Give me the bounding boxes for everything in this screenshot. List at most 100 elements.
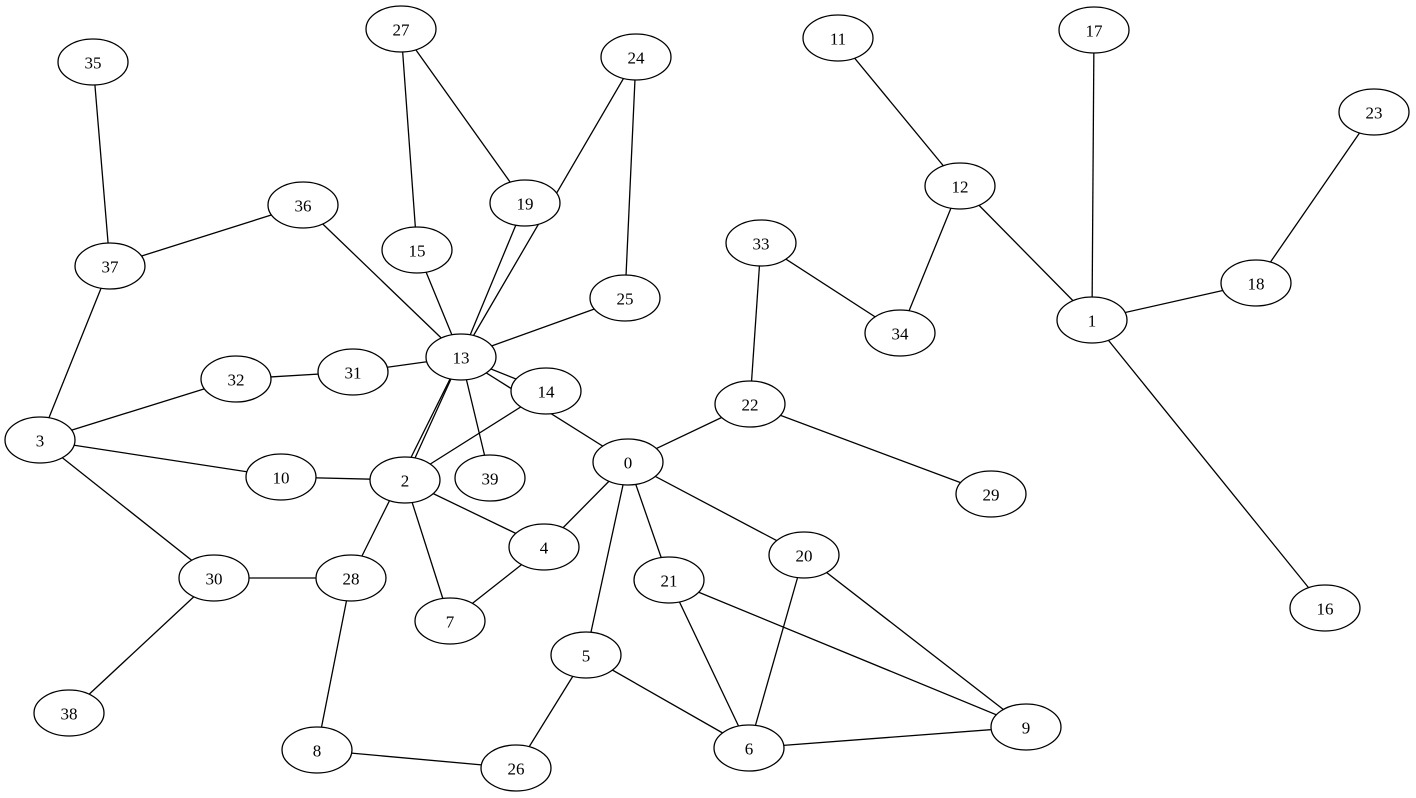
edge-1-16 bbox=[1091, 319, 1326, 609]
node-label: 17 bbox=[1086, 22, 1104, 41]
node-label: 11 bbox=[830, 30, 846, 49]
edge-27-15 bbox=[400, 28, 418, 251]
edge-0-20 bbox=[627, 461, 805, 556]
node-label: 1 bbox=[1088, 312, 1097, 331]
node-label: 29 bbox=[983, 486, 1000, 505]
node-label: 2 bbox=[401, 472, 410, 491]
node-ellipse bbox=[510, 367, 582, 415]
node-ellipse bbox=[489, 179, 561, 227]
node-label: 9 bbox=[1022, 719, 1031, 738]
node-36: 36 bbox=[267, 181, 339, 229]
node-ellipse bbox=[281, 726, 353, 774]
edge-2-7 bbox=[404, 479, 451, 622]
node-ellipse bbox=[713, 724, 785, 772]
node-ellipse bbox=[600, 33, 672, 81]
node-label: 33 bbox=[753, 235, 770, 254]
node-6: 6 bbox=[713, 724, 785, 772]
edge-12-1 bbox=[959, 185, 1093, 321]
node-ellipse bbox=[592, 438, 664, 486]
node-ellipse bbox=[924, 162, 996, 210]
edge-13-36 bbox=[302, 204, 462, 358]
node-label: 18 bbox=[1248, 275, 1265, 294]
node-ellipse bbox=[1289, 584, 1361, 632]
node-24: 24 bbox=[600, 33, 672, 81]
node-label: 23 bbox=[1366, 104, 1383, 123]
edge-0-5 bbox=[585, 461, 629, 656]
edge-34-12 bbox=[899, 185, 961, 334]
edge-22-33 bbox=[749, 242, 762, 405]
edge-28-8 bbox=[316, 577, 352, 751]
node-label: 30 bbox=[206, 570, 223, 589]
node-25: 25 bbox=[589, 274, 661, 322]
edge-12-11 bbox=[837, 37, 961, 187]
node-label: 26 bbox=[508, 760, 525, 779]
node-14: 14 bbox=[510, 367, 582, 415]
edge-3-10 bbox=[39, 439, 282, 478]
node-ellipse bbox=[425, 333, 497, 381]
node-ellipse bbox=[1056, 296, 1128, 344]
edge-27-19 bbox=[400, 28, 526, 204]
node-20: 20 bbox=[768, 531, 840, 579]
edge-20-6 bbox=[748, 554, 805, 749]
nodes-layer: 0123456789101112131415161718192021222324… bbox=[4, 5, 1410, 792]
node-label: 10 bbox=[273, 469, 290, 488]
edge-1-17 bbox=[1091, 29, 1095, 321]
node-3: 3 bbox=[4, 416, 76, 464]
node-9: 9 bbox=[990, 703, 1062, 751]
node-ellipse bbox=[200, 355, 272, 403]
node-label: 0 bbox=[624, 454, 633, 473]
edge-37-35 bbox=[92, 61, 111, 267]
node-ellipse bbox=[480, 744, 552, 792]
node-35: 35 bbox=[57, 38, 129, 86]
node-label: 5 bbox=[582, 647, 591, 666]
node-label: 8 bbox=[313, 742, 322, 761]
node-ellipse bbox=[317, 348, 389, 396]
edge-13-19 bbox=[460, 202, 526, 358]
node-label: 25 bbox=[617, 290, 634, 309]
node-label: 35 bbox=[85, 54, 102, 73]
node-7: 7 bbox=[414, 597, 486, 645]
node-12: 12 bbox=[924, 162, 996, 210]
node-17: 17 bbox=[1058, 6, 1130, 54]
node-label: 24 bbox=[628, 49, 646, 68]
node-ellipse bbox=[57, 38, 129, 86]
node-label: 28 bbox=[343, 570, 360, 589]
node-ellipse bbox=[315, 554, 387, 602]
node-label: 21 bbox=[661, 572, 678, 591]
node-11: 11 bbox=[802, 14, 874, 62]
node-label: 4 bbox=[540, 539, 549, 558]
node-ellipse bbox=[589, 274, 661, 322]
node-ellipse bbox=[990, 703, 1062, 751]
node-label: 32 bbox=[228, 371, 245, 390]
node-ellipse bbox=[768, 531, 840, 579]
node-2: 2 bbox=[369, 456, 441, 504]
node-ellipse bbox=[33, 689, 105, 737]
node-label: 36 bbox=[295, 197, 312, 216]
node-label: 19 bbox=[517, 195, 534, 214]
node-0: 0 bbox=[592, 438, 664, 486]
edge-21-9 bbox=[668, 579, 1027, 728]
node-4: 4 bbox=[508, 523, 580, 571]
node-label: 7 bbox=[446, 613, 455, 632]
edge-37-3 bbox=[39, 265, 111, 441]
edge-3-30 bbox=[39, 439, 215, 579]
edge-3-32 bbox=[39, 378, 237, 441]
edge-18-23 bbox=[1255, 111, 1375, 284]
node-38: 38 bbox=[33, 689, 105, 737]
node-ellipse bbox=[508, 523, 580, 571]
node-23: 23 bbox=[1338, 88, 1410, 136]
node-ellipse bbox=[178, 554, 250, 602]
node-ellipse bbox=[245, 453, 317, 501]
node-10: 10 bbox=[245, 453, 317, 501]
node-ellipse bbox=[1220, 259, 1292, 307]
node-label: 34 bbox=[892, 325, 910, 344]
node-label: 38 bbox=[61, 705, 78, 724]
node-37: 37 bbox=[74, 242, 146, 290]
node-label: 12 bbox=[952, 178, 969, 197]
node-ellipse bbox=[454, 454, 526, 502]
node-ellipse bbox=[550, 631, 622, 679]
node-label: 16 bbox=[1317, 600, 1334, 619]
edge-6-9 bbox=[748, 726, 1027, 749]
node-label: 31 bbox=[345, 364, 362, 383]
